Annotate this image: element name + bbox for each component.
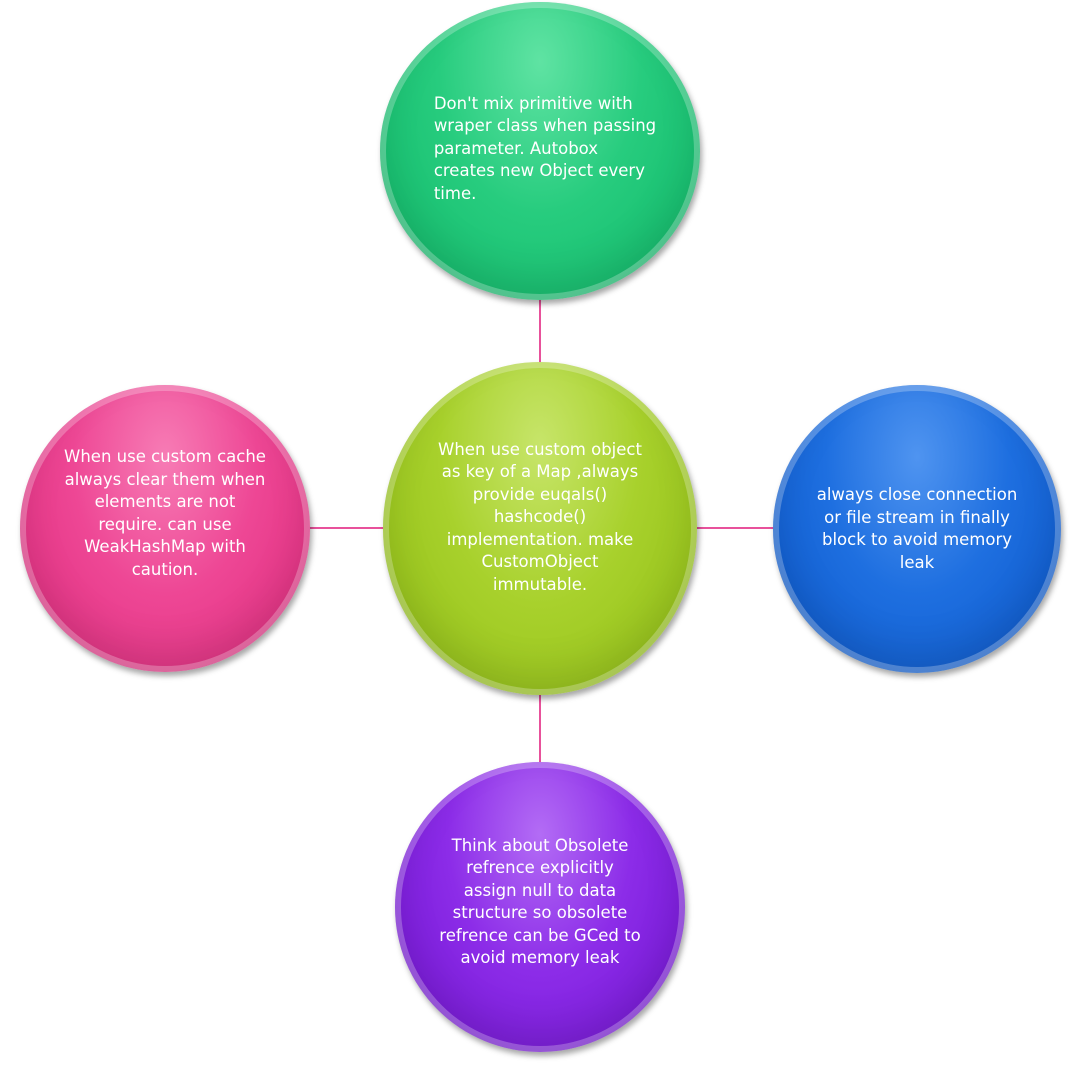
node-text: Think about Obsolete refrence explicitly… xyxy=(439,835,641,968)
node-text: When use custom cache always clear them … xyxy=(64,447,266,579)
node-autobox-tip: Don't mix primitive with wraper class wh… xyxy=(380,2,700,300)
connector-top xyxy=(539,290,541,366)
connector-left xyxy=(305,527,387,529)
node-obsolete-reference-tip: Think about Obsolete refrence explicitly… xyxy=(395,762,685,1052)
node-text: Don't mix primitive with wraper class wh… xyxy=(433,93,657,203)
node-custom-map-key-tip: When use custom object as key of a Map ,… xyxy=(383,362,697,695)
node-close-connection-tip: always close connection or file stream i… xyxy=(773,385,1061,673)
connector-bottom xyxy=(539,690,541,766)
node-text: When use custom object as key of a Map ,… xyxy=(438,439,642,594)
node-custom-cache-tip: When use custom cache always clear them … xyxy=(20,385,310,672)
connector-right xyxy=(693,527,777,529)
node-text: always close connection or file stream i… xyxy=(816,485,1018,572)
